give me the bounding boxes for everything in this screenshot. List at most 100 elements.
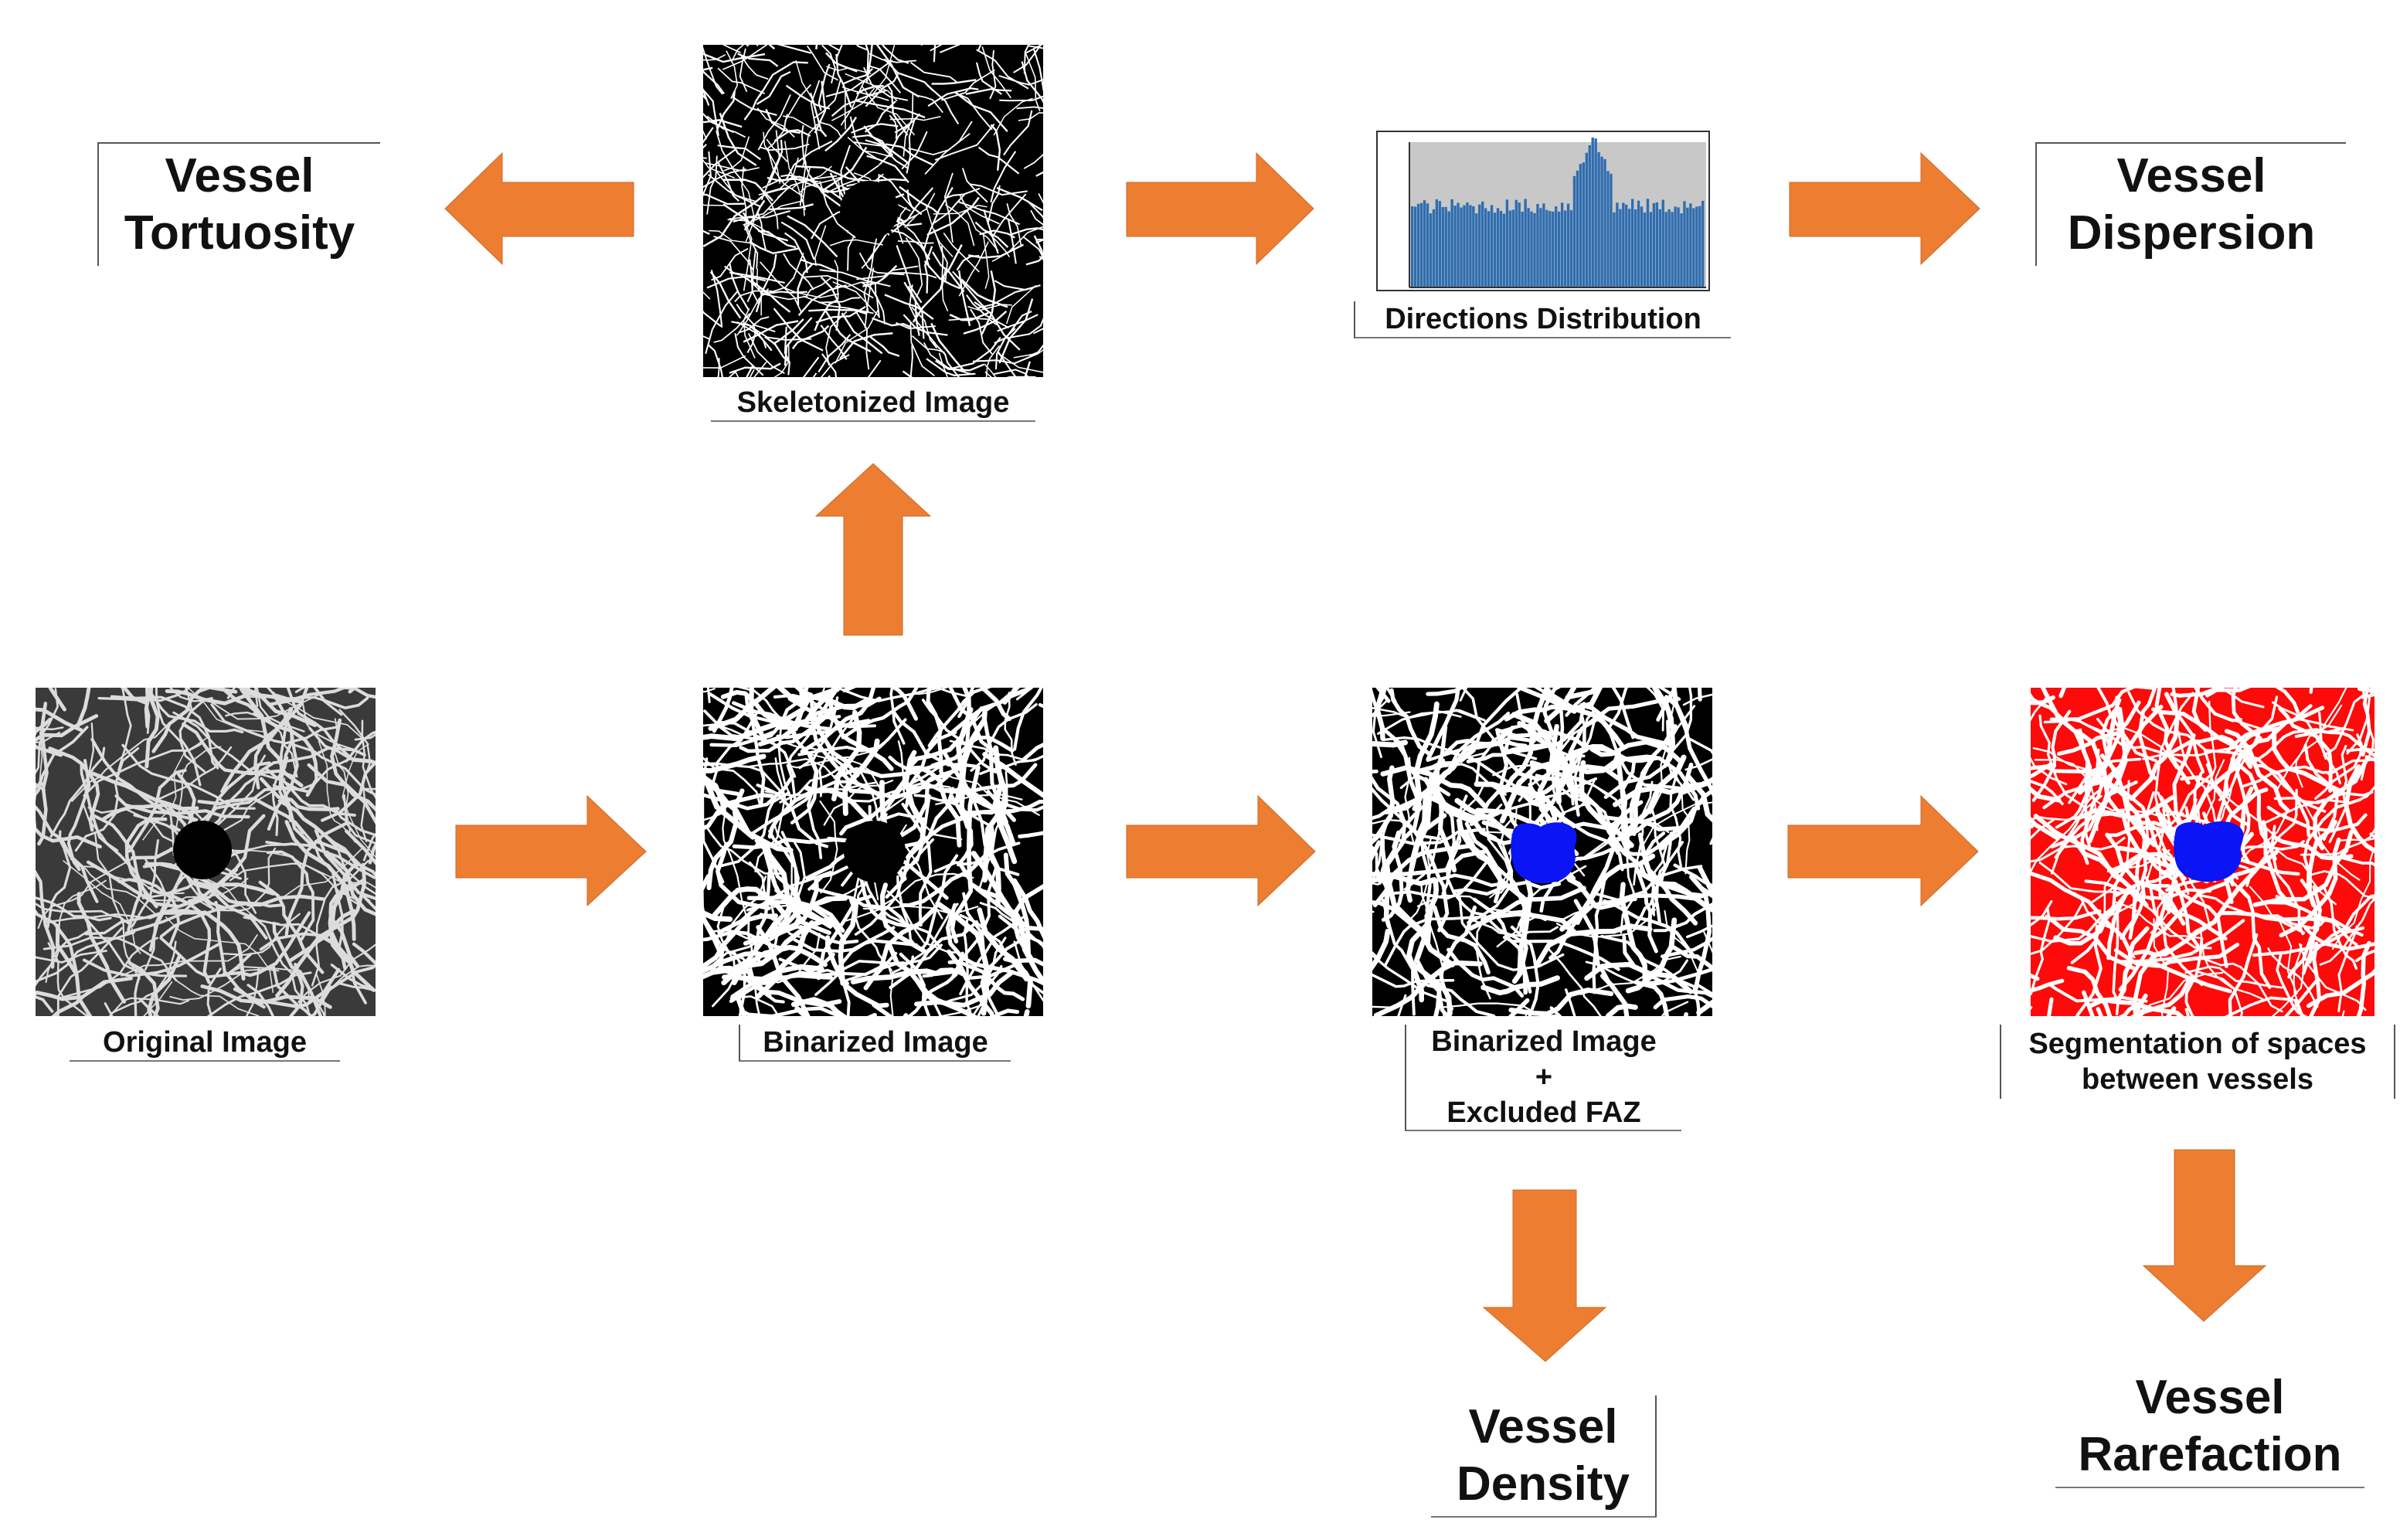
vessel-stroke <box>743 320 799 343</box>
vessel-stroke <box>1671 945 1712 972</box>
vessel-stroke <box>2107 784 2187 881</box>
vessel-stroke <box>747 912 761 1016</box>
vessel-stroke <box>927 688 932 692</box>
vessel-stroke <box>780 221 815 260</box>
vessel-stroke <box>829 239 883 246</box>
vessel-tortuosity-line1: Vessel <box>165 149 314 202</box>
histogram-bar <box>1616 202 1619 287</box>
arrow-faz-to-density <box>1482 1189 1607 1362</box>
arrow-skeleton-to-directions <box>1126 151 1314 266</box>
vessel-stroke <box>1682 693 1712 706</box>
vessel-stroke <box>801 124 811 175</box>
vessel-stroke <box>1372 843 1473 908</box>
vessel-stroke <box>1372 900 1420 932</box>
vessel-stroke <box>998 75 1043 86</box>
vessel-stroke <box>924 121 973 175</box>
vessel-stroke <box>763 253 804 296</box>
arrow-binarized-to-skeleton <box>814 463 932 636</box>
vessel-stroke <box>945 187 981 199</box>
vessel-stroke <box>1439 1002 1561 1016</box>
vessel-stroke <box>2031 795 2103 874</box>
vessel-stroke <box>120 688 148 705</box>
histogram-bar <box>1429 213 1433 287</box>
vessel-stroke <box>722 203 750 226</box>
vessel-stroke <box>1026 200 1043 219</box>
vessel-stroke <box>148 848 252 896</box>
vessel-stroke <box>703 723 746 737</box>
vessel-stroke <box>906 119 916 174</box>
vessel-stroke <box>773 129 811 142</box>
vessel-stroke <box>2230 756 2277 862</box>
vessel-stroke <box>885 787 955 899</box>
segmentation-label-line1: Segmentation of spaces <box>2028 1028 2367 1060</box>
vessel-stroke <box>2309 688 2313 694</box>
histogram-bar <box>1585 152 1588 287</box>
skeletonized-image <box>703 45 1043 377</box>
vessel-stroke <box>284 821 349 937</box>
vessel-stroke <box>715 791 790 869</box>
vessel-stroke <box>1475 909 1500 1000</box>
vessel-stroke <box>2346 688 2375 755</box>
vessel-stroke <box>1372 799 1396 885</box>
histogram-bar <box>1582 162 1586 287</box>
vessel-stroke <box>248 746 366 775</box>
vessel-stroke <box>938 352 948 377</box>
vessel-stroke <box>1568 699 1660 770</box>
vessel-stroke <box>806 45 839 81</box>
vessel-stroke <box>1613 750 1631 850</box>
vessel-stroke <box>2309 870 2375 899</box>
vessel-stroke <box>703 130 708 140</box>
vessel-stroke <box>2048 982 2148 1003</box>
vessel-stroke <box>716 720 797 778</box>
vessel-stroke <box>36 707 83 733</box>
arrow-faz-to-segmentation <box>1787 794 1979 907</box>
vessel-stroke <box>2261 820 2286 900</box>
vessel-stroke <box>706 827 786 875</box>
vessel-stroke <box>2118 1001 2143 1016</box>
vessel-stroke <box>790 997 848 1016</box>
vessel-stroke <box>736 304 776 333</box>
vessel-stroke <box>1432 905 1491 975</box>
vessel-stroke <box>1428 739 1528 784</box>
vessel-stroke <box>101 803 199 821</box>
histogram-bar <box>1689 203 1692 287</box>
vessel-stroke <box>288 862 367 963</box>
vessel-stroke <box>729 263 750 311</box>
vessel-stroke <box>930 322 966 373</box>
vessel-stroke <box>1009 227 1043 236</box>
vessel-stroke <box>722 964 824 982</box>
vessel-stroke <box>719 112 757 167</box>
vessel-stroke <box>124 868 239 935</box>
histogram-bar <box>1695 206 1698 287</box>
vessel-stroke <box>980 688 1012 722</box>
vessel-stroke <box>835 309 879 364</box>
vessel-stroke <box>746 45 750 47</box>
vessel-stroke <box>885 143 935 167</box>
vessel-stroke <box>76 892 127 1004</box>
binarized-faz-label: Binarized Image + Excluded FAZ <box>1405 1025 1681 1131</box>
vessel-stroke <box>75 688 91 730</box>
vessel-stroke <box>36 909 78 974</box>
histogram-bar <box>1594 138 1597 287</box>
vessel-stroke <box>1033 49 1043 93</box>
vessel-stroke <box>838 896 858 986</box>
directions-histogram <box>1376 131 1710 291</box>
vessel-stroke <box>36 869 55 969</box>
histogram-bar <box>1610 173 1613 287</box>
vessel-stroke <box>141 877 249 902</box>
vessel-stroke <box>232 966 311 1003</box>
vessel-stroke <box>2031 837 2126 863</box>
vessel-stroke <box>2066 966 2113 1016</box>
vessel-stroke <box>709 271 742 319</box>
vessel-stroke <box>977 45 982 51</box>
vessel-stroke <box>2033 814 2124 882</box>
vessel-stroke <box>820 325 848 360</box>
vessel-stroke <box>2283 979 2318 1016</box>
vessel-stroke <box>36 714 99 743</box>
vessel-stroke <box>2154 692 2194 817</box>
vessel-stroke <box>879 882 926 954</box>
vessel-stroke <box>2031 786 2062 803</box>
vessel-stroke <box>967 304 1012 311</box>
vessel-stroke <box>1008 219 1017 264</box>
vessel-stroke <box>865 45 869 73</box>
